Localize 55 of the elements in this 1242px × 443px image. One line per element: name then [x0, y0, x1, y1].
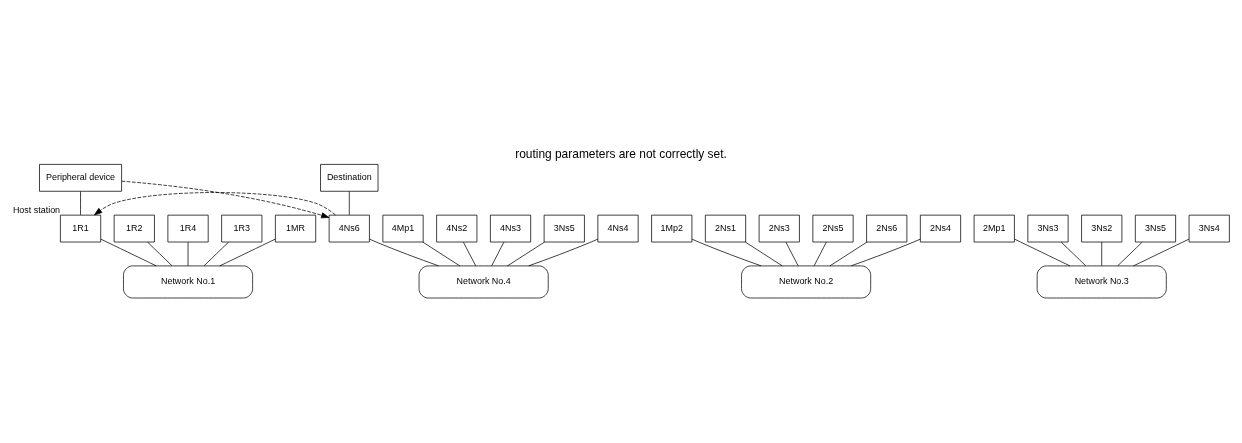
- connector: [1117, 241, 1143, 267]
- node-box: 2Ns5: [812, 214, 854, 243]
- connector: [1060, 241, 1087, 267]
- node-box: Destination: [320, 164, 379, 192]
- connector: [203, 241, 229, 267]
- node-box: Network No.1: [123, 265, 253, 299]
- connector: [1101, 241, 1103, 267]
- connector: [785, 241, 799, 267]
- arrow: [94, 192, 336, 216]
- node-box: 3Ns5: [543, 214, 585, 243]
- connector: [691, 238, 762, 267]
- connector: [422, 241, 461, 267]
- node-box: 2Mp1: [973, 214, 1015, 243]
- node-box: 2Ns4: [919, 214, 962, 243]
- connector: [219, 238, 276, 267]
- node-box: 4Ns3: [490, 214, 532, 243]
- node-box: 3Ns3: [1027, 214, 1069, 243]
- node-box: 1Mp2: [651, 214, 693, 243]
- connector: [813, 241, 827, 267]
- node-box: Network No.2: [741, 265, 872, 299]
- node-box: 1MR: [275, 214, 317, 243]
- arrow: [121, 180, 330, 219]
- node-box: 4Ns4: [597, 214, 639, 243]
- connector: [80, 191, 81, 216]
- diagram-title: routing parameters are not correctly set.: [515, 146, 727, 161]
- node-box: 2Ns1: [704, 214, 747, 243]
- node-box: 1R3: [221, 214, 263, 243]
- connector: [829, 241, 868, 267]
- node-box: 1R4: [167, 214, 209, 243]
- node-box: 2Ns3: [758, 214, 800, 243]
- connector: [369, 238, 439, 267]
- connector: [463, 241, 477, 267]
- node-box: 1R2: [113, 214, 155, 243]
- node-box: 4Ns2: [436, 214, 478, 243]
- node-box: 4Ns6: [328, 214, 370, 243]
- node-box: 2Ns6: [866, 214, 908, 243]
- connector: [1133, 238, 1190, 267]
- connector: [491, 241, 505, 267]
- node-box: 4Mp1: [382, 214, 424, 243]
- connector: [100, 238, 157, 267]
- node-box: 3Ns4: [1188, 214, 1230, 243]
- connector: [1014, 238, 1071, 267]
- node-box: 3Ns2: [1081, 214, 1123, 243]
- node-box: Peripheral device: [39, 164, 122, 192]
- node-box: 1R1: [60, 214, 102, 243]
- connector: [348, 191, 350, 216]
- connector: [528, 238, 599, 267]
- node-box: Network No.3: [1036, 265, 1167, 299]
- connector: [147, 241, 173, 267]
- node-label: Host station: [12, 204, 61, 215]
- connector: [744, 241, 783, 267]
- node-box: 3Ns5: [1134, 214, 1176, 243]
- node-box: Network No.4: [418, 265, 549, 299]
- connector: [507, 241, 545, 267]
- connector: [850, 238, 921, 267]
